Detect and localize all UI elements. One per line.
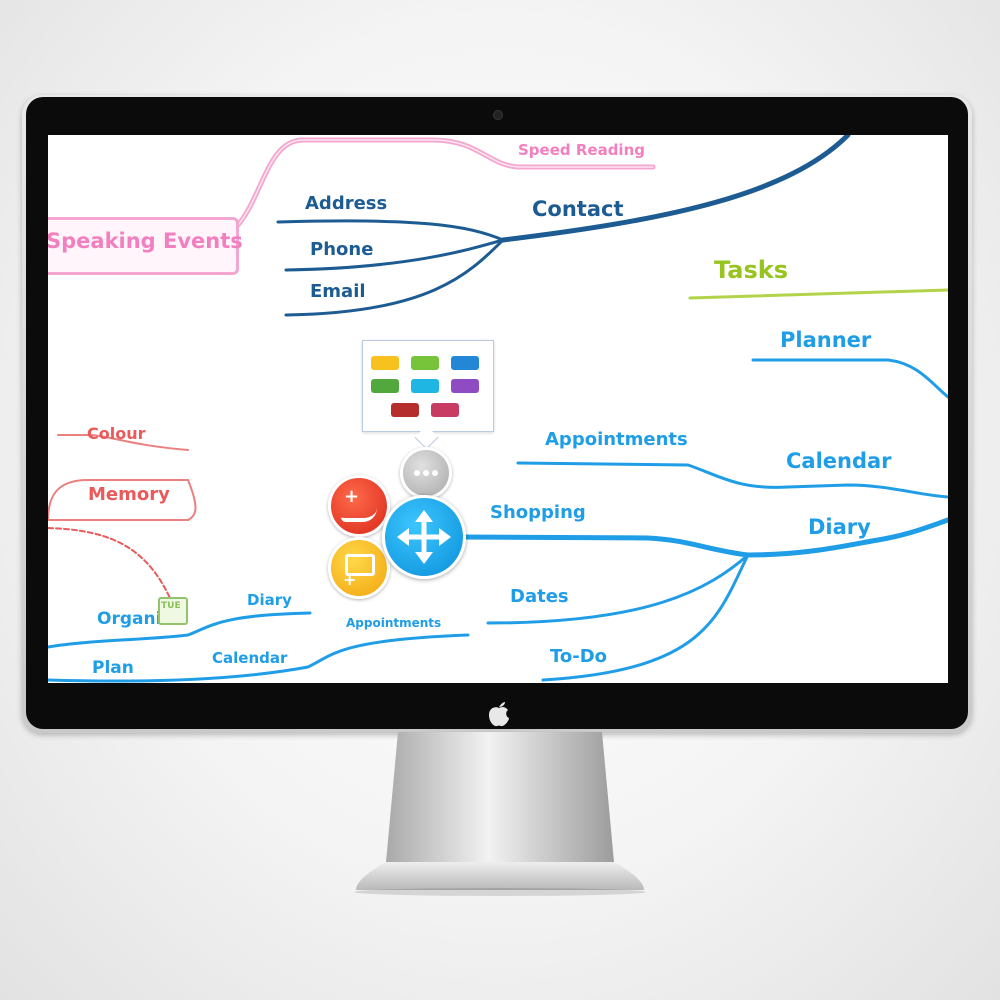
small-appointments-label[interactable]: Appointments — [346, 616, 442, 630]
tue-badge-label: TUE — [161, 601, 181, 611]
mindmap-branches — [48, 135, 948, 683]
small-calendar-label[interactable]: Calendar — [212, 649, 288, 667]
calendar-badge-icon: TUE — [158, 597, 188, 625]
small-diary-label[interactable]: Diary — [247, 591, 292, 609]
relationship-icon[interactable] — [411, 356, 439, 370]
calendar-label[interactable]: Calendar — [786, 449, 892, 473]
insert-palette — [362, 340, 494, 432]
mindmap-canvas[interactable]: Speaking Events Speed Reading Contact Ad… — [48, 135, 948, 683]
appointments-label[interactable]: Appointments — [545, 429, 688, 450]
move-arrows-icon[interactable] — [382, 495, 466, 579]
plan-label[interactable]: Plan — [92, 658, 134, 678]
address-label[interactable]: Address — [305, 193, 388, 214]
speaking-events-node[interactable] — [48, 217, 239, 275]
colour-label[interactable]: Colour — [87, 424, 146, 443]
link-icon[interactable] — [451, 356, 479, 370]
speed-reading-label[interactable]: Speed Reading — [518, 141, 645, 159]
brush-icon[interactable] — [431, 403, 459, 417]
callout-icon[interactable] — [371, 356, 399, 370]
image-icon[interactable] — [371, 379, 399, 393]
monitor-stand — [354, 732, 646, 896]
more-options-icon[interactable] — [400, 447, 452, 499]
add-branch-icon[interactable]: + — [328, 475, 390, 537]
pencil-icon[interactable] — [451, 379, 479, 393]
contact-label[interactable]: Contact — [532, 197, 624, 221]
attachment-icon[interactable] — [391, 403, 419, 417]
memory-label[interactable]: Memory — [88, 484, 170, 505]
planner-label[interactable]: Planner — [780, 328, 872, 352]
shopping-label[interactable]: Shopping — [490, 502, 586, 523]
add-note-icon[interactable]: + — [328, 537, 390, 599]
email-label[interactable]: Email — [310, 281, 366, 302]
move-arrows-glyph — [397, 510, 451, 564]
diary-label[interactable]: Diary — [808, 515, 871, 539]
tasks-label[interactable]: Tasks — [714, 256, 789, 284]
speaking-events-label[interactable]: Speaking Events — [48, 229, 243, 253]
cloud-icon[interactable] — [411, 379, 439, 393]
phone-label[interactable]: Phone — [310, 239, 374, 260]
camera-icon — [493, 110, 503, 120]
apple-logo-icon — [489, 702, 509, 727]
dates-label[interactable]: Dates — [510, 586, 569, 607]
todo-label[interactable]: To-Do — [550, 646, 608, 667]
